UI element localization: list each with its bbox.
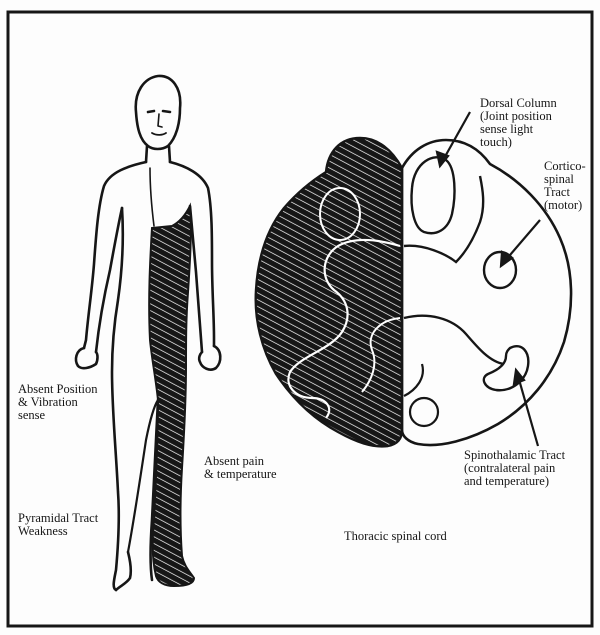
spinothalamic-label: Spinothalamic Tract (contralateral pain … (464, 449, 565, 488)
eyes (148, 111, 170, 112)
head-outline (136, 76, 181, 149)
absent-pain-label: Absent pain & temperature (204, 455, 277, 481)
spinothalamic-pointer (518, 376, 538, 446)
mouth (152, 133, 166, 135)
figure-caption: Thoracic spinal cord (344, 530, 447, 543)
spinothalamic-region (484, 346, 528, 390)
nose (158, 114, 162, 127)
corticospinal-label: Cortico- spinal Tract (motor) (544, 160, 586, 212)
pyramidal-tract-label: Pyramidal Tract Weakness (18, 512, 98, 538)
absent-position-label: Absent Position & Vibration sense (18, 383, 98, 422)
affected-body-half (149, 206, 194, 586)
dorsal-column-region (412, 157, 455, 233)
dorsal-column-label: Dorsal Column (Joint position sense ligh… (480, 97, 557, 149)
affected-cord-half (256, 138, 402, 446)
